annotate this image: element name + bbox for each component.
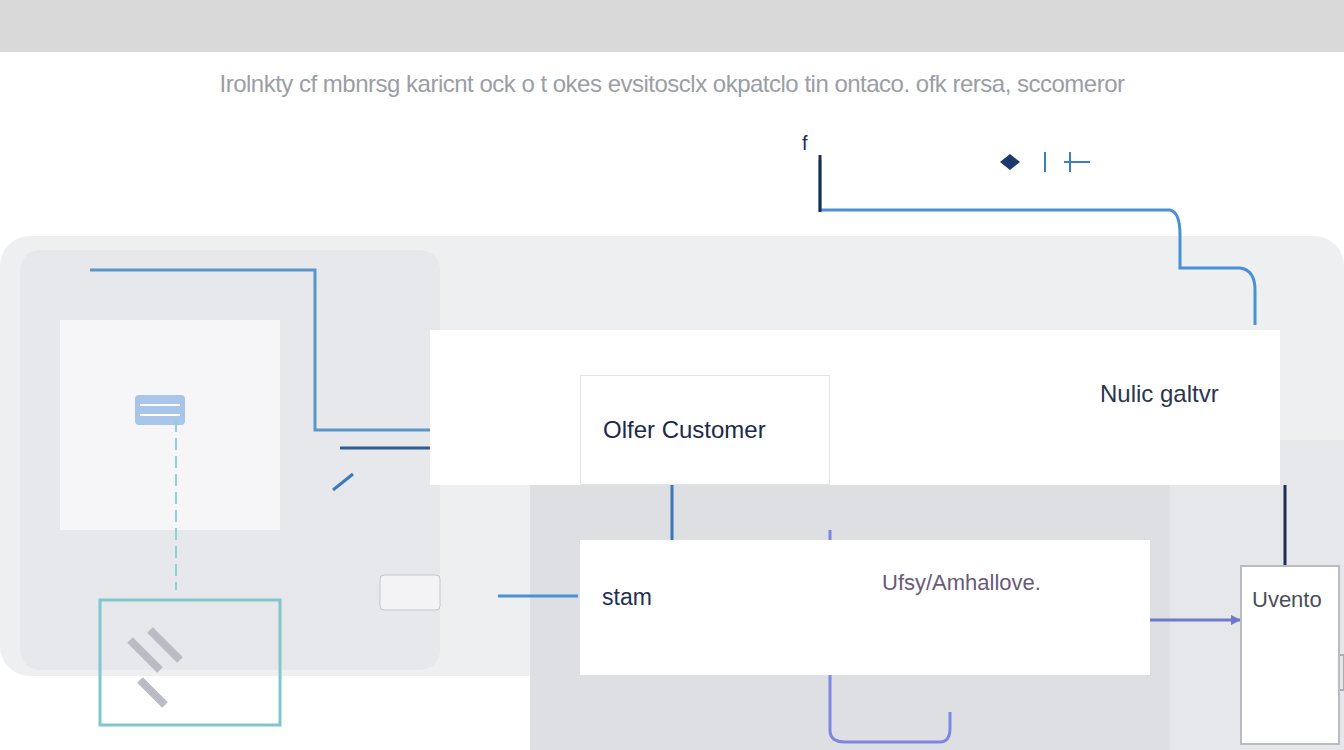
node-text: stam bbox=[602, 584, 652, 611]
tick bbox=[333, 474, 353, 490]
connector bbox=[1150, 619, 1240, 622]
marks bbox=[1045, 152, 1090, 172]
diamond-mark bbox=[1000, 154, 1020, 170]
tool-icon bbox=[130, 630, 180, 705]
panel bbox=[60, 320, 280, 530]
connector bbox=[671, 485, 674, 540]
diagram-title: Irolnkty cf mbnrsg karicnt ock o t okes … bbox=[0, 70, 1344, 98]
bracket-end bbox=[819, 155, 822, 212]
process-box: Olfer Customer bbox=[580, 375, 830, 485]
connector bbox=[1284, 485, 1287, 565]
list-box: Uvento bbox=[1240, 565, 1340, 745]
icon-frame bbox=[100, 600, 280, 725]
doc-icon bbox=[380, 575, 440, 610]
process-box: Ufsy/Amhallove. bbox=[830, 540, 1150, 675]
panel-box: Nulic galtvrOlfer Customer bbox=[430, 330, 1280, 485]
process-box: stam bbox=[580, 540, 830, 675]
node-text: Nulic galtvr bbox=[1100, 380, 1219, 408]
dashed-line bbox=[175, 420, 177, 590]
note-label: f bbox=[802, 132, 808, 155]
node-text: Ufsy/Amhallove. bbox=[882, 570, 1041, 596]
cart-lines bbox=[140, 405, 180, 415]
ground-shape bbox=[20, 250, 440, 670]
ground-shape bbox=[0, 236, 1344, 676]
node-text: Uvento bbox=[1252, 587, 1322, 613]
right-panel bbox=[1170, 440, 1344, 750]
input-wire bbox=[498, 595, 578, 598]
top-band bbox=[0, 0, 1344, 52]
node-text: Olfer Customer bbox=[603, 416, 766, 444]
top-bracket bbox=[820, 160, 1255, 325]
cart-icon bbox=[135, 395, 185, 425]
lower-panel bbox=[530, 485, 1170, 750]
